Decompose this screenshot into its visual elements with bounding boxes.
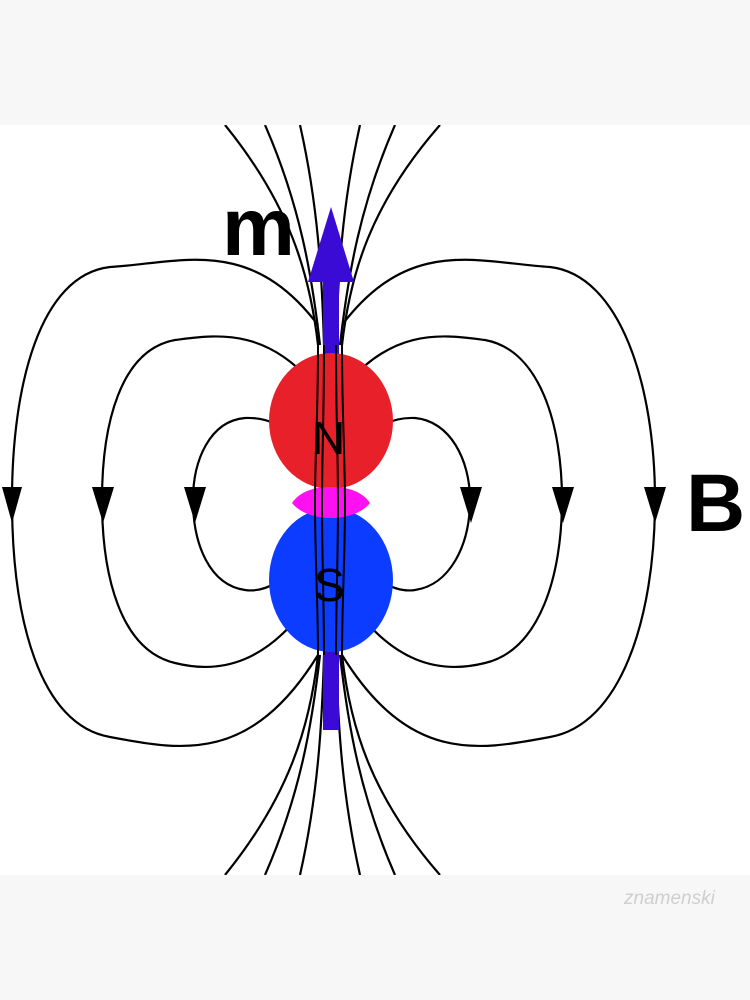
field-line-top-1 xyxy=(224,125,320,346)
down-arrowhead-icon xyxy=(2,487,22,523)
field-line-top-5 xyxy=(338,125,397,346)
field-arrowheads xyxy=(2,487,666,523)
field-line-bottom-5 xyxy=(338,654,397,875)
pole-overlap xyxy=(292,487,370,518)
field-line-drawing xyxy=(2,125,666,875)
south-pole-label: S xyxy=(314,559,345,611)
north-pole xyxy=(269,353,393,489)
field-line-top-6 xyxy=(340,125,441,346)
field-line-bottom-2 xyxy=(263,654,322,875)
field-lines-over-poles xyxy=(314,344,346,656)
field-line-bottom-6 xyxy=(340,654,441,875)
field-line-bottom-1 xyxy=(224,654,320,875)
down-arrowhead-icon xyxy=(92,487,114,523)
moment-arrow-icon xyxy=(308,207,354,282)
field-label: B xyxy=(686,458,746,549)
down-arrowhead-icon xyxy=(184,487,206,523)
down-arrowhead-icon xyxy=(552,487,574,523)
field-line-top-4 xyxy=(334,125,362,346)
down-arrowhead-icon xyxy=(644,487,666,523)
north-pole-label: N xyxy=(312,412,346,464)
field-line-top-3 xyxy=(298,125,326,346)
field-line-top-2 xyxy=(263,125,322,346)
moment-label: m xyxy=(222,182,295,273)
field-loop-right-outer xyxy=(341,258,657,748)
down-arrowhead-icon xyxy=(460,487,482,523)
field-line-bottom-3 xyxy=(298,654,326,875)
south-pole xyxy=(269,508,393,652)
dipole-diagram: m B N S xyxy=(0,125,750,875)
watermark: znamenski xyxy=(624,888,715,909)
field-loop-left-outer xyxy=(10,258,319,748)
field-line-bottom-4 xyxy=(334,654,362,875)
